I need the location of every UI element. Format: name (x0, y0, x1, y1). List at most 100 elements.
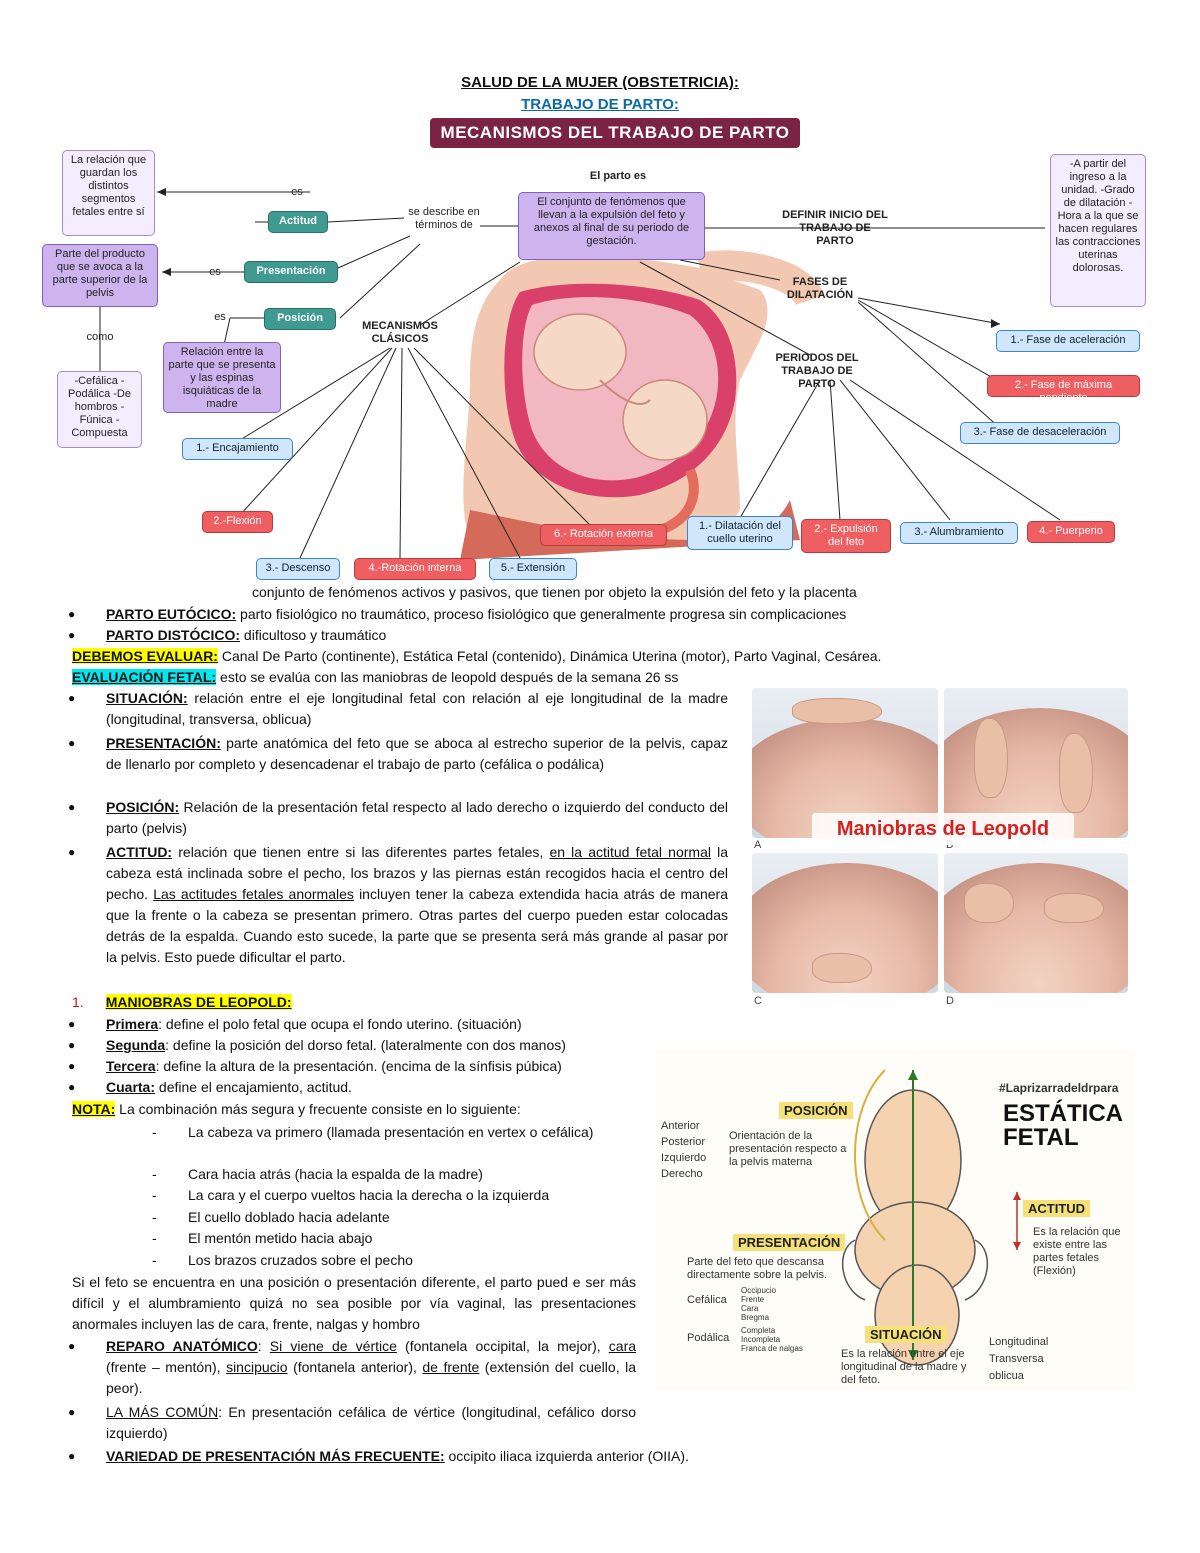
mas-comun-item: LA MÁS COMÚN: En presentación cefálica d… (68, 1402, 636, 1444)
mecanismo-extension: 5.- Extensión (489, 558, 577, 580)
intro-line: conjunto de fenómenos activos y pasivos,… (252, 584, 857, 600)
document-subtitle: TRABAJO DE PARTO: (521, 96, 679, 113)
situacion-option: oblicua (989, 1370, 1024, 1382)
actitud-label: ACTITUD: (106, 844, 173, 860)
cefalica-label: Cefálica (687, 1294, 727, 1306)
es-connector-label: es (291, 186, 303, 198)
podalica-label: Podálica (687, 1332, 730, 1344)
nota-item-text: El mentón metido hacia abajo (188, 1230, 373, 1246)
mas-comun-label: LA MÁS COMÚN (106, 1404, 219, 1420)
cefalica-option: Cara (741, 1304, 759, 1313)
cefalica-option: Occipucio (741, 1286, 777, 1295)
posicion-item: POSICIÓN: Relación de la presentación fe… (68, 797, 728, 839)
segunda-text: : define la posición del dorso fetal. (l… (165, 1037, 566, 1053)
actitud-node: Actitud (268, 211, 328, 233)
presentacion-types: -Cefálica -Podálica -De hombros -Fúnica … (57, 371, 142, 448)
parto-eutocico-text: parto fisiológico no traumático, proceso… (236, 606, 847, 622)
nota-item-text: Cara hacia atrás (hacia la espalda de la… (188, 1166, 483, 1182)
actitud-anormal-underlined: Las actitudes fetales anormales (153, 886, 354, 902)
nota-text: La combinación más segura y frecuente co… (115, 1101, 521, 1117)
leopold-label-c: C (754, 995, 762, 1007)
leopold-primera: Primera: define el polo fetal que ocupa … (68, 1014, 672, 1035)
actitud-definition-sketch: Es la relación que existe entre las part… (1033, 1226, 1121, 1277)
presentacion-tag: PRESENTACIÓN (733, 1234, 846, 1251)
posicion-option: Izquierdo (661, 1152, 707, 1164)
leopold-segunda: Segunda: define la posición del dorso fe… (68, 1035, 672, 1056)
situacion-tag: SITUACIÓN (865, 1326, 947, 1343)
reparo-frente: de frente (422, 1359, 480, 1375)
otra-posicion-paragraph: Si el feto se encuentra en una posición … (72, 1274, 636, 1332)
cuarta-text: define el encajamiento, actitud. (155, 1079, 352, 1095)
posicion-tag: POSICIÓN (779, 1102, 853, 1119)
actitud-tag: ACTITUD (1023, 1200, 1091, 1217)
presentacion-text: parte anatómica del feto que se aboca al… (106, 735, 728, 772)
mas-comun-text: : En presentación cefálica de vértice (l… (106, 1404, 636, 1441)
podalica-option: Franca de nalgas (741, 1344, 803, 1353)
reparo-sincipucio: sincipucio (226, 1359, 288, 1375)
leopold-cuarta: Cuarta: define el encajamiento, actitud. (68, 1077, 672, 1098)
leopold-maneuvers-image: A B C D (750, 683, 1130, 1013)
segunda-label: Segunda (106, 1037, 166, 1053)
debemos-evaluar-text: Canal De Parto (continente), Estática Fe… (217, 648, 882, 664)
situacion-option: Longitudinal (989, 1336, 1049, 1348)
nota-line: NOTA: La combinación más segura y frecue… (72, 1099, 521, 1120)
leopold-tercera: Tercera: define la altura de la presenta… (68, 1056, 672, 1077)
variedad-text: occipito iliaca izquierda anterior (OIIA… (444, 1448, 689, 1464)
presentacion-definition: Parte del producto que se avoca a la par… (42, 244, 158, 307)
mecanismos-clasicos-label: MECANISMOS CLÁSICOS (362, 320, 438, 345)
parto-definition: El conjunto de fenómenos que llevan a la… (518, 192, 705, 260)
fase-maxima-pendiente: 2.- Fase de máxima pendiente (987, 375, 1140, 404)
concept-map-connectors (99, 188, 1061, 560)
reparo-cara: cara (608, 1338, 637, 1354)
estatica-fetal-sketch: #Laprizarradeldrpara ESTÁTICA FETAL POSI… (655, 1050, 1135, 1390)
inicio-trabajo-parto-box: -A partir del ingreso a la unidad. -Grad… (1050, 154, 1146, 307)
situacion-label: SITUACIÓN: (106, 690, 188, 706)
reparo-text-1: (fontanela occipital, la mejor), (396, 1338, 609, 1354)
reparo-text-3: (fontanela anterior), (287, 1359, 423, 1375)
es-connector-label: es (209, 266, 221, 278)
presentacion-label: PRESENTACIÓN: (106, 735, 221, 751)
primera-text: : define el polo fetal que ocupa el fond… (158, 1016, 522, 1032)
posicion-option: Posterior (661, 1136, 706, 1148)
fase-desaceleracion: 3.- Fase de desaceleración (960, 422, 1120, 444)
estatica-hashtag: #Laprizarradeldrpara (999, 1081, 1119, 1095)
leopold-photo-d (944, 853, 1128, 993)
presentacion-definition-sketch: Parte del feto que descansa directamente… (687, 1256, 828, 1281)
actitud-definition: La relación que guardan los distintos se… (62, 150, 155, 236)
leopold-photo-c (752, 853, 938, 993)
fase-aceleracion: 1.- Fase de aceleración (996, 330, 1140, 352)
leopold-label-b: B (946, 839, 954, 851)
definir-inicio-label: DEFINIR INICIO DEL TRABAJO DE PARTO (782, 209, 888, 247)
parto-distocico-item: PARTO DISTÓCICO: dificultoso y traumátic… (68, 625, 972, 646)
periodo-puerperio: 4.- Puerperio (1027, 521, 1115, 543)
nota-item-text: La cabeza va primero (llamada presentaci… (188, 1124, 594, 1140)
parto-distocico-text: dificultoso y traumático (240, 627, 387, 643)
reparo-label: REPARO ANATÓMICO (106, 1338, 258, 1354)
primera-label: Primera (106, 1016, 159, 1032)
actitud-item: ACTITUD: relación que tienen entre si la… (68, 842, 728, 968)
nota-item-text: El cuello doblado hacia adelante (188, 1209, 390, 1225)
cefalica-option: Bregma (741, 1313, 770, 1322)
evaluacion-fetal-text: esto se evalúa con las maniobras de leop… (216, 669, 679, 685)
variedad-label: VARIEDAD DE PRESENTACIÓN MÁS FRECUENTE: (106, 1448, 445, 1464)
periodos-label: PERIODOS DEL TRABAJO DE PARTO (775, 352, 859, 390)
como-label: como (86, 331, 114, 343)
concept-map-title: MECANISMOS DEL TRABAJO DE PARTO (430, 118, 800, 148)
situacion-text: relación entre el eje longitudinal fetal… (106, 690, 728, 727)
evaluacion-fetal-line: EVALUACIÓN FETAL: esto se evalúa con las… (72, 667, 678, 688)
presentacion-item: PRESENTACIÓN: parte anatómica del feto q… (68, 733, 728, 775)
cuarta-label: Cuarta: (106, 1079, 156, 1095)
reparo-sep: : (257, 1338, 270, 1354)
nota-item-text: La cara y el cuerpo vueltos hacia la der… (188, 1187, 550, 1203)
posicion-option: Anterior (661, 1120, 700, 1132)
reparo-text-4: (extensión del cuello, la peor). (106, 1359, 636, 1396)
parto-es-label: El parto es (589, 170, 647, 182)
periodo-expulsion: 2.- Expulsión del feto (801, 519, 891, 553)
situacion-option: Transversa (989, 1353, 1044, 1365)
debemos-evaluar-line: DEBEMOS EVALUAR: Canal De Parto (contine… (72, 646, 881, 667)
parto-eutocico-item: PARTO EUTÓCICO: parto fisiológico no tra… (68, 604, 972, 625)
mecanismo-flexion: 2.-Flexión (202, 511, 273, 533)
actitud-text-3: incluyen tener la cabeza extendida hacia… (106, 886, 728, 965)
leopold-heading: 1.MANIOBRAS DE LEOPOLD: (72, 992, 292, 1013)
debemos-evaluar-label: DEBEMOS EVALUAR: (72, 648, 218, 664)
